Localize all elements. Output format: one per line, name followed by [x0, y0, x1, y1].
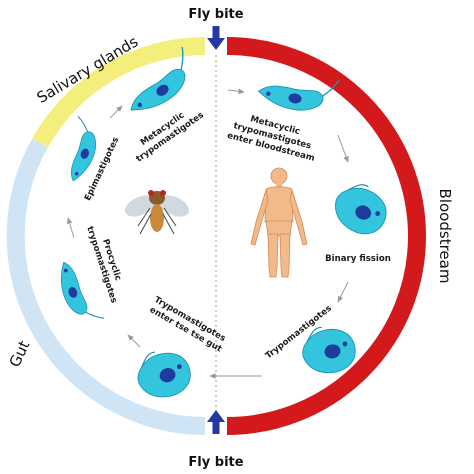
bloodstream-label: Bloodstream [436, 189, 454, 284]
stage-label-metacyclic-enter-bloodstream: Metacyclic trypomastigotes enter bloodst… [226, 110, 321, 164]
salivary-glands-arc [32, 37, 206, 148]
gut-arc [6, 138, 206, 435]
fly-icon [125, 190, 189, 235]
parasite-icon [130, 341, 197, 406]
stage-label-trypomastigotes-enter-gut: Trypomastigotes enter tse tse gut [147, 295, 230, 355]
stage-label-procyclic: Procyclic trypomastigotes [84, 222, 129, 305]
human-body-icon [250, 167, 308, 278]
fly-bite-bottom-label: Fly bite [188, 455, 243, 470]
fly-bite-top-label: Fly bite [188, 7, 243, 22]
parasite-icon [327, 177, 395, 241]
gut-label: Gut [6, 338, 34, 370]
up-arrow-icon [207, 410, 225, 434]
parasite-icon [52, 255, 105, 329]
stage-label-metacyclic: Metacyclic trypomastigotes [128, 101, 206, 164]
stage-label-binary-fission: Binary fission [325, 254, 391, 264]
bloodstream-arc [226, 37, 426, 435]
cycle-arrows [66, 88, 349, 379]
down-arrow-icon [207, 26, 225, 50]
